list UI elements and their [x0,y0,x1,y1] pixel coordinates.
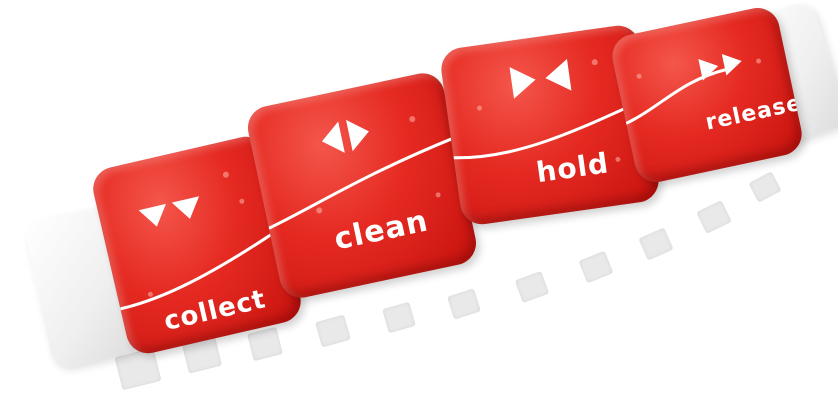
band-segment [579,251,614,284]
water-droplet [756,58,762,64]
step-label-release: release [703,91,804,136]
wave-line [244,69,480,301]
band-segment [748,171,781,203]
water-droplet [615,157,621,163]
water-droplet [435,192,441,198]
water-droplet [222,171,229,178]
step-key-release: release [608,4,805,186]
inward-arrows-icon [503,54,578,103]
band-segment [638,227,673,260]
step-label-collect: collect [161,284,269,337]
band-segment [247,327,283,361]
double-right-triangle-icon [694,45,753,86]
band-segment [696,200,732,234]
water-droplet [316,207,323,214]
band-segment [315,314,351,347]
water-droplet [477,105,483,111]
water-droplet [636,73,642,79]
band-segment [447,288,481,319]
band-segment [515,271,550,303]
water-droplet [591,59,598,66]
water-droplet [409,116,416,123]
step-label-clean: clean [331,203,431,257]
water-droplet [147,291,153,297]
step-key-clean: clean [244,69,480,301]
band-segment [382,302,416,334]
water-droplet [239,198,245,204]
double-down-triangle-icon [135,189,210,234]
outward-arrows-icon [310,110,381,162]
step-label-hold: hold [534,146,611,189]
